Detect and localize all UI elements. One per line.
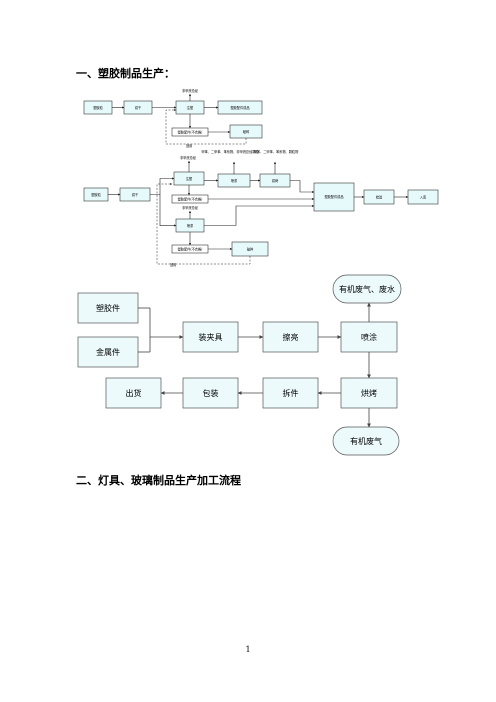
f1-mold-label: 注塑 — [187, 105, 194, 110]
f3-exhaust-bottom-label: 有机废气 — [350, 436, 382, 446]
f3-plastic-label: 塑胶件 — [96, 303, 120, 313]
f1-back-label: 回用 — [186, 144, 192, 148]
f3-wipe-box — [262, 321, 319, 353]
f3-bake-label: 烘烤 — [361, 388, 377, 398]
f1-parts-label: 塑胶配件成品 — [230, 105, 249, 110]
f1-mold-note: 非甲烷总烃 — [182, 88, 199, 93]
f2-back-label: 回用 — [170, 263, 176, 267]
page-number: 1 — [245, 645, 251, 654]
f3-ship-label: 出货 — [126, 388, 142, 398]
f3-metal-box — [77, 336, 139, 368]
f1-defect-label: 塑胶配件(不合格) — [178, 130, 203, 135]
f1-dry-label: 烘干 — [135, 105, 142, 110]
f2-inspect-label: 检验 — [376, 195, 383, 200]
f2-dry-label: 烘干 — [132, 192, 139, 197]
f3-fixture-box — [182, 321, 239, 353]
section-heading-plastic: 一、塑胶制品生产： — [76, 67, 175, 80]
f2-defect1-label: 塑胶配件(不合格) — [178, 197, 203, 202]
f2-crush-label: 破碎 — [247, 247, 254, 252]
f1-raw-label: 塑胶粒 — [93, 105, 103, 110]
f3-plastic-box — [77, 292, 139, 324]
section-heading-lighting-glass: 二、灯具、玻璃制品生产加工流程 — [76, 474, 241, 487]
f3-disassemble-label: 拆件 — [283, 388, 299, 398]
f2-bake-note: 甲苯、二甲苯、苯系物、颗粒物 — [254, 149, 299, 154]
f3-pack-label: 包装 — [203, 388, 219, 398]
f2-bake-label: 烘烤 — [272, 178, 279, 183]
f3-disassemble-box — [262, 377, 319, 409]
f2-parts-label: 塑胶配件成品 — [324, 194, 343, 199]
f2-raw-label: 塑胶粒 — [91, 192, 101, 197]
f2-store-label: 入库 — [420, 195, 427, 200]
f3-spray-label: 喷涂 — [361, 332, 377, 342]
f2-mold-note: 非甲烷总烃 — [180, 155, 197, 160]
f3-fixture-label: 装夹具 — [199, 332, 223, 342]
f3-exhaust-top-label: 有机废气、废水 — [339, 284, 395, 294]
f2-plate-note: 非甲烷总烃 — [182, 205, 199, 210]
f3-metal-label: 金属件 — [96, 347, 120, 357]
f3-ship-box — [105, 377, 162, 409]
f3-exhaust-bottom-box — [332, 426, 400, 456]
flow-1: 塑胶粒 烘干 注塑 非甲烷总烃 塑胶配件成品 塑胶配件(不合格) 破碎 回用 — [83, 88, 263, 148]
f2-spray-note: 甲苯、二甲苯、苯系物、非甲烷总烃颗粒 — [201, 149, 259, 154]
f2-spray-label: 喷漆 — [231, 178, 238, 183]
f2-mold-label: 注塑 — [186, 176, 193, 181]
f1-crush-label: 破碎 — [243, 129, 250, 134]
f2-plate-label: 喷漆 — [187, 223, 194, 228]
flow-3: 塑胶件 金属件 装夹具 擦亮 喷涂 有机废气、废水 烘烤 拆件 包装 出货 有机… — [77, 274, 402, 456]
f2-defect2-label: 塑胶配件(不合格) — [178, 247, 203, 252]
flow-2: 非甲烷总烃 甲苯、二甲苯、苯系物、非甲烷总烃颗粒 甲苯、二甲苯、苯系物、颗粒物 … — [83, 149, 439, 267]
f3-wipe-label: 擦亮 — [283, 332, 299, 342]
